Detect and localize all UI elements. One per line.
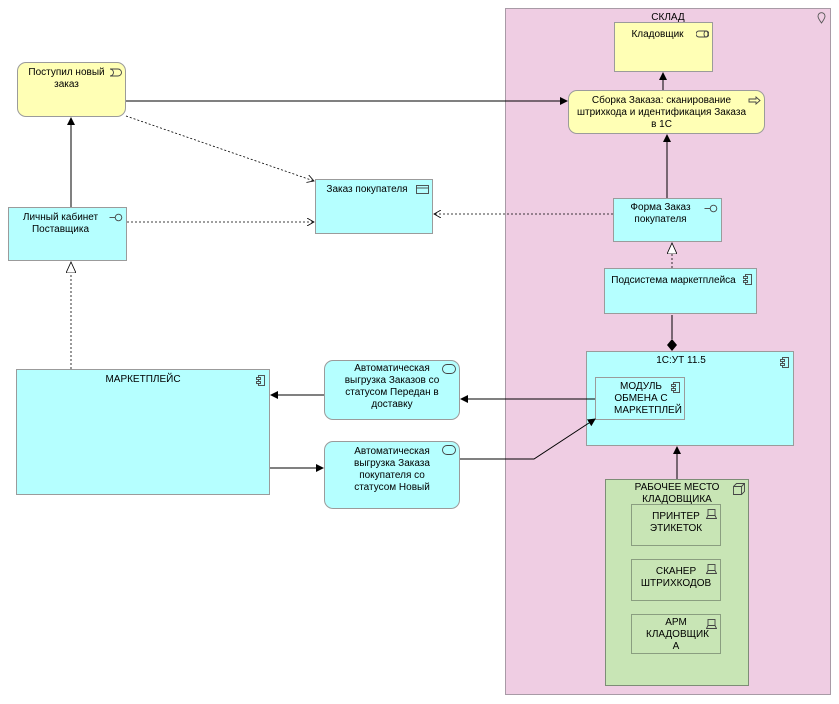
device-icon: [706, 564, 717, 574]
business-role-icon: [696, 30, 709, 38]
skaner-device[interactable]: СКАНЕР ШТРИХКОДОВ: [631, 559, 721, 601]
ut-label: 1С:УТ 11.5: [656, 355, 706, 366]
node-icon: [733, 483, 745, 495]
modul-label: МОДУЛЬ ОБМЕНА С МАРКЕТПЛЕЙ: [614, 381, 682, 416]
arm-device[interactable]: АРМ КЛАДОВЩИК А: [631, 614, 721, 654]
marketplace-label: МАРКЕТПЛЕЙС: [105, 374, 181, 385]
application-interface-icon: [704, 204, 718, 213]
forma-zakaz-label: Форма Заказ покупателя: [630, 202, 691, 225]
application-component-icon: [256, 375, 265, 386]
sborka-label: Сборка Заказа: сканирование штрихкода и …: [576, 95, 747, 130]
application-component-icon: [780, 357, 789, 368]
postupil-event[interactable]: Поступил новый заказ: [17, 62, 126, 117]
zakaz-pokupatelya-data[interactable]: Заказ покупателя: [315, 179, 433, 234]
kladovshik-role[interactable]: Кладовщик: [614, 22, 713, 72]
application-component-icon: [671, 382, 680, 393]
application-service-icon: [442, 445, 456, 455]
application-component-icon: [743, 274, 752, 285]
postupil-label: Поступил новый заказ: [28, 67, 105, 90]
forma-zakaz-interface[interactable]: Форма Заказ покупателя: [613, 198, 722, 242]
rabochee-mesto-label: РАБОЧЕЕ МЕСТО КЛАДОВЩИКА: [634, 482, 720, 505]
flow-novy-to-modul: [460, 418, 596, 460]
podsistema-component[interactable]: Подсистема маркетплейса: [604, 268, 757, 314]
sklad-label: СКЛАД: [651, 12, 685, 23]
podsistema-label: Подсистема маркетплейса: [611, 275, 736, 286]
access-postupil-to-zakaz: [125, 115, 314, 181]
lichny-kabinet-interface[interactable]: Личный кабинет Поставщика: [8, 207, 127, 261]
device-icon: [706, 509, 717, 519]
data-object-icon: [416, 185, 429, 194]
printer-label: ПРИНТЕР ЭТИКЕТОК: [649, 511, 703, 534]
marketplace-component[interactable]: МАРКЕТПЛЕЙС: [16, 369, 270, 495]
avto-vygruzka-novy-service[interactable]: Автоматическая выгрузка Заказа покупател…: [324, 441, 460, 509]
business-process-icon: [748, 96, 761, 105]
device-icon: [706, 619, 717, 629]
avto-vygruzka-peredan-label: Автоматическая выгрузка Заказов со стату…: [344, 363, 440, 410]
avto-vygruzka-novy-label: Автоматическая выгрузка Заказа покупател…: [354, 446, 430, 493]
skaner-label: СКАНЕР ШТРИХКОДОВ: [640, 566, 712, 589]
application-service-icon: [442, 364, 456, 374]
zakaz-pokupatelya-label: Заказ покупателя: [326, 184, 408, 195]
sborka-process[interactable]: Сборка Заказа: сканирование штрихкода и …: [568, 90, 765, 134]
business-event-icon: [109, 68, 122, 77]
arm-label: АРМ КЛАДОВЩИК А: [646, 617, 709, 652]
location-icon: [817, 12, 826, 24]
kladovshik-label: Кладовщик: [631, 29, 684, 40]
modul-component[interactable]: МОДУЛЬ ОБМЕНА С МАРКЕТПЛЕЙ: [595, 377, 685, 420]
composition-diamond: [667, 339, 677, 351]
lichny-kabinet-label: Личный кабинет Поставщика: [22, 212, 99, 235]
avto-vygruzka-peredan-service[interactable]: Автоматическая выгрузка Заказов со стату…: [324, 360, 460, 420]
application-interface-icon: [109, 213, 123, 222]
printer-device[interactable]: ПРИНТЕР ЭТИКЕТОК: [631, 504, 721, 546]
